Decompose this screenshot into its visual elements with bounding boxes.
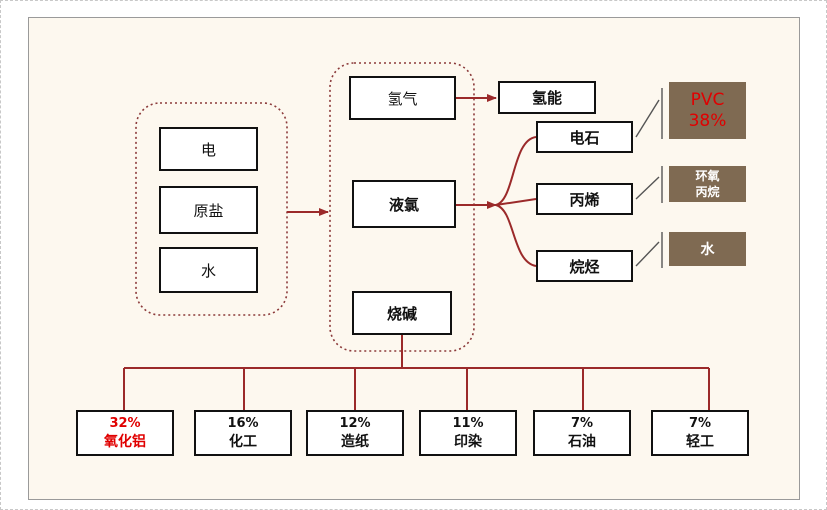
product-chlorine: 液氯 xyxy=(352,180,456,228)
input-raw-salt: 原盐 xyxy=(159,186,258,234)
caustic-use-chemicals: 16% 化工 xyxy=(194,410,292,456)
pvc-label: PVC xyxy=(690,89,725,110)
product-hydrogen: 氢气 xyxy=(349,76,456,120)
input-water: 水 xyxy=(159,247,258,293)
chlorine-use-propylene: 丙烯 xyxy=(536,183,633,215)
downstream-epoxy-propane: 环氧 丙烷 xyxy=(669,166,746,202)
caustic-use-alumina: 32% 氧化铝 xyxy=(76,410,174,456)
chlorine-use-calcium-carbide: 电石 xyxy=(536,121,633,153)
chlorine-use-alkane: 烷烃 xyxy=(536,250,633,282)
input-electricity: 电 xyxy=(159,127,258,171)
chlorine-branch-middle xyxy=(495,198,537,206)
chlorine-branch-upper xyxy=(495,136,537,206)
product-caustic-soda: 烧碱 xyxy=(352,291,452,335)
downstream-brackets xyxy=(635,88,663,268)
inputs-group-outline xyxy=(135,102,288,316)
pvc-share: 38% xyxy=(688,110,727,131)
hydrogen-energy: 氢能 xyxy=(498,81,596,114)
downstream-pvc: PVC 38% xyxy=(669,82,746,139)
caustic-use-light-industry: 7% 轻工 xyxy=(651,410,749,456)
caustic-use-paper: 12% 造纸 xyxy=(306,410,404,456)
chlorine-branch-lower xyxy=(495,204,537,267)
caustic-use-petroleum: 7% 石油 xyxy=(533,410,631,456)
downstream-water: 水 xyxy=(669,232,746,266)
caustic-use-dyeing: 11% 印染 xyxy=(419,410,517,456)
caustic-tree xyxy=(123,334,710,410)
